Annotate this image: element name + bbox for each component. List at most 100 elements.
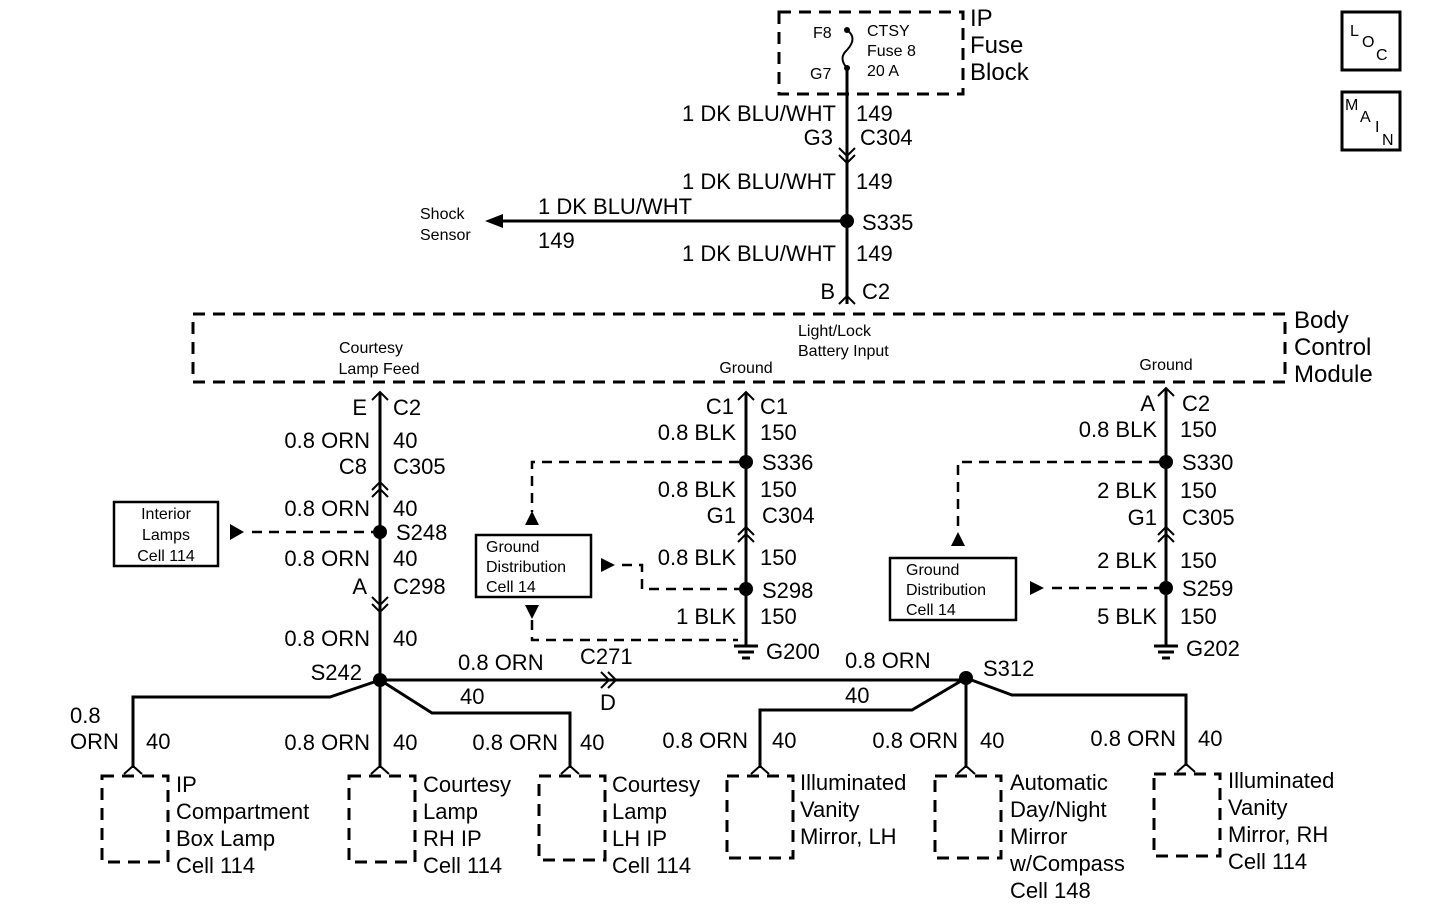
wire-label: 2 BLK (1097, 478, 1157, 503)
wire-label: 1 DK BLU/WHT (682, 101, 836, 126)
bcm-label-1: Body (1294, 307, 1349, 334)
wire-label: 0.8 ORN (845, 648, 931, 673)
circuit-label: 40 (393, 626, 417, 651)
wire-label: 0.8 BLK (658, 477, 737, 502)
connector-label: C305 (1182, 505, 1235, 530)
courtesy-feed-label-1: Courtesy (339, 340, 403, 357)
ground-label-mid: Ground (719, 360, 772, 377)
circuit-label: 40 (146, 729, 170, 754)
bcm-label-2: Control (1294, 334, 1371, 361)
load-label-line: Illuminated (800, 770, 906, 795)
wire-label: 0.8 ORN (458, 650, 544, 675)
load-label-line: w/Compass (1009, 851, 1125, 876)
fuse-pin-f8: F8 (813, 25, 832, 42)
load-label-line: Cell 114 (1228, 849, 1307, 874)
load-label-line: Vanity (1228, 795, 1288, 820)
connector-label: C1 (760, 394, 788, 419)
interior-box-label-3: Cell 114 (137, 548, 195, 565)
circuit-label: 40 (980, 728, 1004, 753)
load-label-line: RH IP (423, 826, 482, 851)
fuse-block-label-1: IP (970, 5, 993, 32)
load-label-line: Courtesy (612, 772, 700, 797)
splice-label: S259 (1182, 576, 1233, 601)
load-courtesy-lamp-lh-ip[interactable]: 0.8 ORN 40 Courtesy Lamp LH IP Cell 114 (472, 730, 700, 878)
bcm-label-3: Module (1294, 361, 1373, 388)
load-label-line: Lamp (612, 799, 667, 824)
connector-label: C2 (1182, 391, 1210, 416)
main-badge[interactable]: M A I N (1340, 90, 1402, 152)
wire-label: 0.8 ORN (284, 428, 370, 453)
circuit-label: 150 (1180, 478, 1217, 503)
load-label-line: Automatic (1010, 770, 1108, 795)
circuit-label: 40 (393, 428, 417, 453)
wire-label: 0.8 BLK (658, 420, 737, 445)
main-letter-m: M (1345, 97, 1358, 114)
horizontal-feed: 0.8 ORN C271 40 D 0.8 ORN 40 S312 (380, 644, 1034, 715)
load-branch-wires (131, 676, 1188, 768)
wire-label: 0.8 ORN (284, 626, 370, 651)
ground-distribution-box-right[interactable] (888, 556, 1018, 622)
load-label-line: Cell 148 (1010, 878, 1091, 903)
load-automatic-day-night-mirror[interactable]: 0.8 ORN 40 Automatic Day/Night Mirror w/… (872, 728, 1125, 903)
load-label-line: Lamp (423, 799, 478, 824)
load-label-line: Day/Night (1010, 797, 1107, 822)
load-ip-compartment-box-lamp[interactable]: 0.8 ORN 40 IP Compartment Box Lamp Cell … (70, 703, 309, 878)
splice-s298 (739, 582, 753, 596)
wire-label: 0.8 BLK (1079, 417, 1158, 442)
connector-label: C305 (393, 454, 446, 479)
fuse-name: CTSY (867, 23, 910, 40)
fuse-number: Fuse 8 (867, 43, 916, 60)
splice-label: S248 (396, 520, 447, 545)
ground-point-label: G200 (766, 639, 820, 664)
pin-label: G3 (804, 125, 833, 150)
load-illuminated-vanity-mirror-rh[interactable]: 0.8 ORN 40 Illuminated Vanity Mirror, RH… (1090, 726, 1334, 874)
pin-label: C1 (706, 394, 734, 419)
splice-label: S312 (983, 656, 1034, 681)
splice-s330 (1159, 455, 1173, 469)
interior-lamps-box[interactable] (112, 500, 220, 568)
loc-letter-o: O (1362, 34, 1374, 51)
load-illuminated-vanity-mirror-lh[interactable]: 0.8 ORN 40 Illuminated Vanity Mirror, LH (662, 728, 906, 860)
connector-label: C304 (860, 125, 913, 150)
wire-label: 0.8 (70, 703, 101, 728)
gd-box-label-3: Cell 14 (906, 602, 956, 619)
circuit-label: 149 (856, 169, 893, 194)
gd-box-label-1: Ground (486, 539, 539, 556)
pin-label: E (352, 395, 367, 420)
pin-label: G1 (1128, 505, 1157, 530)
wire-label: 1 BLK (676, 604, 736, 629)
load-label-line: Courtesy (423, 772, 511, 797)
loc-badge[interactable]: L O C (1340, 10, 1402, 72)
ground-distribution-box-mid[interactable] (474, 533, 593, 599)
gd-box-label-3: Cell 14 (486, 579, 536, 596)
splice-label: S336 (762, 450, 813, 475)
ground-point-label: G202 (1186, 636, 1240, 661)
load-label-line: Compartment (176, 799, 309, 824)
pin-label: A (1140, 391, 1155, 416)
load-label-line: IP (176, 772, 197, 797)
wire-label: 0.8 ORN (284, 496, 370, 521)
load-courtesy-lamp-rh-ip[interactable]: 0.8 ORN 40 Courtesy Lamp RH IP Cell 114 (284, 730, 511, 878)
body-control-module: Body Control Module Courtesy Lamp Feed L… (191, 307, 1373, 388)
wire-label: 0.8 ORN (872, 728, 958, 753)
right-ground-branch: A C2 0.8 BLK 150 S330 2 BLK 150 G1 C305 … (888, 386, 1240, 661)
circuit-label: 40 (393, 730, 417, 755)
wire-label: 0.8 ORN (284, 730, 370, 755)
wire-label: 0.8 ORN (1090, 726, 1176, 751)
circuit-label: 150 (760, 477, 797, 502)
circuit-label: 150 (760, 604, 797, 629)
left-branch: E C2 0.8 ORN 40 C8 C305 0.8 ORN 40 S248 … (112, 390, 447, 687)
circuit-label: 150 (760, 420, 797, 445)
gd-box-label-2: Distribution (486, 559, 566, 576)
circuit-label: 150 (1180, 604, 1217, 629)
loc-letter-l: L (1350, 23, 1359, 40)
pin-label: A (352, 574, 367, 599)
wire-label: ORN (70, 729, 119, 754)
circuit-label: 40 (580, 730, 604, 755)
main-letter-n: N (1382, 132, 1394, 149)
light-lock-label-2: Battery Input (798, 343, 889, 360)
splice-label: S242 (311, 660, 362, 685)
fuse-block-label-3: Block (970, 59, 1030, 86)
